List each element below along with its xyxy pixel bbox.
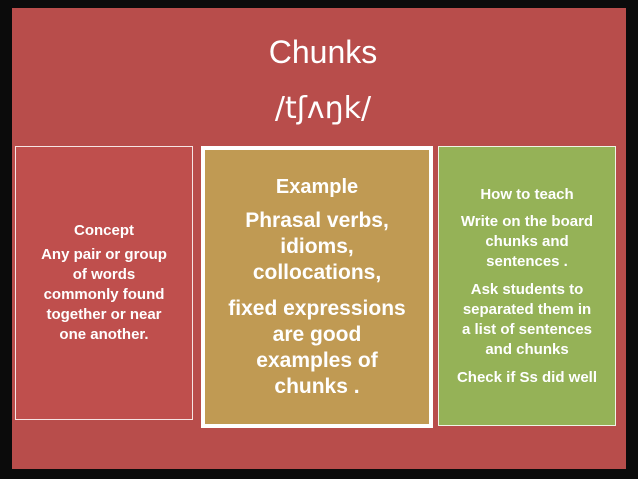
title-block: Chunks /tʃʌŋk/ (12, 32, 626, 130)
example-line: are good (272, 323, 362, 346)
how-to-teach-box: How to teach Write on the board chunks a… (438, 146, 616, 426)
how-to-teach-heading: How to teach (480, 185, 574, 203)
example-line: fixed expressions (228, 297, 406, 320)
how-to-teach-line: and chunks (485, 340, 569, 358)
example-line: chunks . (274, 375, 360, 398)
how-to-teach-line: chunks and (485, 232, 569, 250)
example-heading: Example (275, 176, 359, 198)
concept-line: one another. (59, 326, 149, 343)
how-to-teach-line: sentences . (486, 252, 568, 270)
concept-box: Concept Any pair or group of words commo… (15, 146, 193, 420)
concept-line: commonly found (43, 286, 165, 303)
example-line: collocations, (252, 261, 382, 284)
how-to-teach-line: Write on the board (460, 212, 594, 230)
how-to-teach-line: separated them in (462, 300, 592, 318)
how-to-teach-line: Check if Ss did well (456, 368, 598, 386)
phonetic-transcription: /tʃʌŋk/ (274, 91, 372, 126)
slide-title: Chunks (268, 34, 378, 70)
concept-line: Any pair or group (41, 246, 167, 263)
concept-heading: Concept (74, 222, 134, 239)
example-line: examples of (256, 349, 378, 372)
how-to-teach-line: a list of sentences (461, 320, 593, 338)
concept-line: together or near (46, 306, 162, 323)
how-to-teach-line: Ask students to (470, 280, 584, 298)
example-line: idioms, (280, 235, 354, 258)
example-box: Example Phrasal verbs, idioms, collocati… (201, 146, 433, 428)
example-line: Phrasal verbs, (245, 209, 389, 232)
concept-line: of words (72, 266, 136, 283)
